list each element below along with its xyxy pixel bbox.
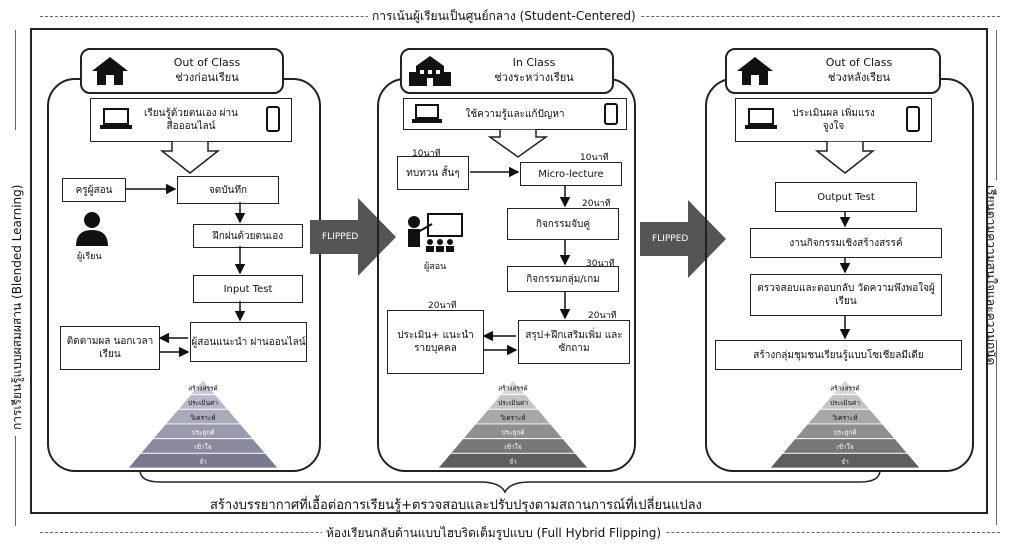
- p2-review: ทบทวน สั้นๆ: [397, 156, 469, 190]
- panel1-header-line1: Out of Class: [173, 56, 241, 69]
- left-side-rule: [15, 30, 16, 130]
- left-side-rule-2: [15, 436, 16, 526]
- p2-group: กิจกรรมกลุ่ม/เกม: [507, 266, 619, 292]
- p2-time-1: 10นาที: [412, 149, 441, 159]
- bottom-title: ห้องเรียนกลับด้านแบบไฮบริดเต็มรูปแบบ (Fu…: [322, 524, 666, 543]
- house-icon: [737, 57, 773, 85]
- panel3-header: Out of Class ช่วงหลังเรียน: [725, 48, 941, 94]
- p3-community: สร้างกลุ่มชุมชนเรียนรู้แบบโซเชียลมีเดีย: [715, 340, 962, 370]
- p2-down-chevron: [488, 129, 548, 158]
- laptop-icon: [100, 108, 132, 129]
- laptop-icon: [745, 108, 777, 129]
- phone-icon: [906, 106, 920, 132]
- phone-icon: [266, 106, 280, 132]
- laptop-icon: [412, 104, 442, 123]
- p2-teacher-label: ผู้สอน: [424, 262, 447, 272]
- right-side-rule: [996, 30, 997, 180]
- p3-check: ตรวจสอบและตอบกลับ วัดความพึงพอใจผู้เรียน: [750, 274, 942, 316]
- pyramid-after: สร้างสรรค์ประเมินค่าวิเคราะห์ประยุกต์เข้…: [770, 380, 920, 469]
- p2-time-2: 10นาที: [580, 153, 609, 163]
- p2-time-5: 20นาที: [428, 301, 457, 311]
- flipped-label-2: FLIPPED: [652, 234, 689, 244]
- p2-time-4: 30นาที: [586, 259, 615, 269]
- pyramid-level: [438, 452, 588, 469]
- pyramid-level: [128, 452, 278, 469]
- pyramid-level-label: ประเมินค่า: [188, 399, 218, 407]
- p1-followup: ติดตามผล นอกเวลาเรียน: [60, 326, 160, 370]
- panel2-header-line2: ช่วงระหว่างเรียน: [494, 71, 574, 84]
- pyramid-level-label: วิเคราะห์: [500, 414, 525, 422]
- panel2-header-line1: In Class: [512, 56, 556, 69]
- p1-student-label: ผู้เรียน: [77, 252, 102, 262]
- pyramid-level-label: วิเคราะห์: [190, 414, 215, 422]
- p1-record: จดบันทึก: [177, 176, 279, 204]
- pyramid-level-label: สร้างสรรค์: [188, 385, 218, 393]
- p2-apply: ใช้ความรู้และแก้ปัญหา: [403, 98, 627, 130]
- panel1-header-line2: ช่วงก่อนเรียน: [175, 71, 239, 84]
- p1-consult: ผู้สอนแนะนำ ผ่านออนไลน์: [190, 322, 307, 362]
- pyramid-level-label: วิเคราะห์: [832, 414, 857, 422]
- student-icon: [76, 212, 108, 246]
- pyramid-level-label: ประยุกต์: [191, 429, 214, 437]
- pyramid-level-label: ประยุกต์: [833, 429, 856, 437]
- p3-evaluate-text: ประเมินผล เพิ่มแรงจูงใจ: [792, 108, 875, 132]
- pyramid-level-label: ประยุกต์: [501, 429, 524, 437]
- pyramid-level-label: เข้าใจ: [836, 443, 853, 451]
- pyramid-level-label: เข้าใจ: [504, 443, 521, 451]
- pyramid-level: [770, 452, 920, 469]
- p2-apply-text: ใช้ความรู้และแก้ปัญหา: [465, 108, 565, 120]
- flipped-label-1: FLIPPED: [322, 232, 359, 242]
- school-icon: [409, 56, 451, 86]
- phone-icon: [604, 103, 618, 125]
- panel3-header-line1: Out of Class: [825, 56, 893, 69]
- pyramid-level-label: ประเมินค่า: [830, 399, 860, 407]
- pyramid-level-label: จำ: [199, 458, 207, 466]
- pyramid-level-label: สร้างสรรค์: [498, 385, 528, 393]
- footer-text: สร้างบรรยากาศที่เอื้อต่อการเรียนรู้+ตรวจ…: [210, 498, 702, 513]
- right-side-rule-2: [996, 340, 997, 525]
- p2-summary: สรุป+ฝึกเสริมเพิ่ม และซักถาม: [518, 320, 630, 364]
- flipped-arrow-1: [310, 198, 396, 276]
- panel1-header: Out of Class ช่วงก่อนเรียน: [80, 48, 284, 94]
- p2-pair: กิจกรรมจับคู่: [507, 208, 619, 240]
- pyramid-level-label: จำ: [509, 458, 517, 466]
- p1-self-study: เรียนรู้ด้วยตนเอง ผ่านสื่อออนไลน์: [90, 98, 292, 142]
- pyramid-level-label: จำ: [841, 458, 849, 466]
- flipped-arrow-2: [640, 200, 726, 278]
- pyramid-level-label: เข้าใจ: [194, 443, 211, 451]
- p1-teacher: ครูผู้สอน: [62, 178, 126, 202]
- p1-self-study-text: เรียนรู้ด้วยตนเอง ผ่านสื่อออนไลน์: [144, 108, 238, 132]
- p2-micro-lecture: Micro-lecture: [520, 162, 622, 186]
- pyramid-level-label: สร้างสรรค์: [830, 385, 860, 393]
- house-icon: [92, 57, 128, 85]
- p2-time-3: 20นาที: [582, 199, 611, 209]
- p1-practice: ฝึกฝนด้วยตนเอง: [193, 224, 303, 248]
- p1-down-chevron: [160, 141, 220, 174]
- top-title: การเน้นผู้เรียนเป็นศูนย์กลาง (Student-Ce…: [368, 7, 640, 26]
- p3-down-chevron: [815, 141, 875, 174]
- pyramid-level-label: ประเมินค่า: [498, 399, 528, 407]
- p3-output-test: Output Test: [775, 182, 917, 212]
- p3-creative: งานกิจกรรมเชิงสร้างสรรค์: [750, 228, 942, 258]
- panel2-header: In Class ช่วงระหว่างเรียน: [400, 48, 614, 94]
- outer-frame: [30, 28, 988, 514]
- pyramid-in-class: สร้างสรรค์ประเมินค่าวิเคราะห์ประยุกต์เข้…: [438, 380, 588, 469]
- teacher-icon: [408, 213, 463, 252]
- p3-evaluate: ประเมินผล เพิ่มแรงจูงใจ: [735, 98, 932, 142]
- p2-evaluate: ประเมิน+ แนะนำ รายบุคคล: [387, 310, 484, 374]
- pyramid-before: สร้างสรรค์ประเมินค่าวิเคราะห์ประยุกต์เข้…: [128, 380, 278, 469]
- p2-time-6: 20นาที: [588, 311, 617, 321]
- panel3-header-line2: ช่วงหลังเรียน: [827, 71, 890, 84]
- p1-input-test: Input Test: [193, 275, 303, 303]
